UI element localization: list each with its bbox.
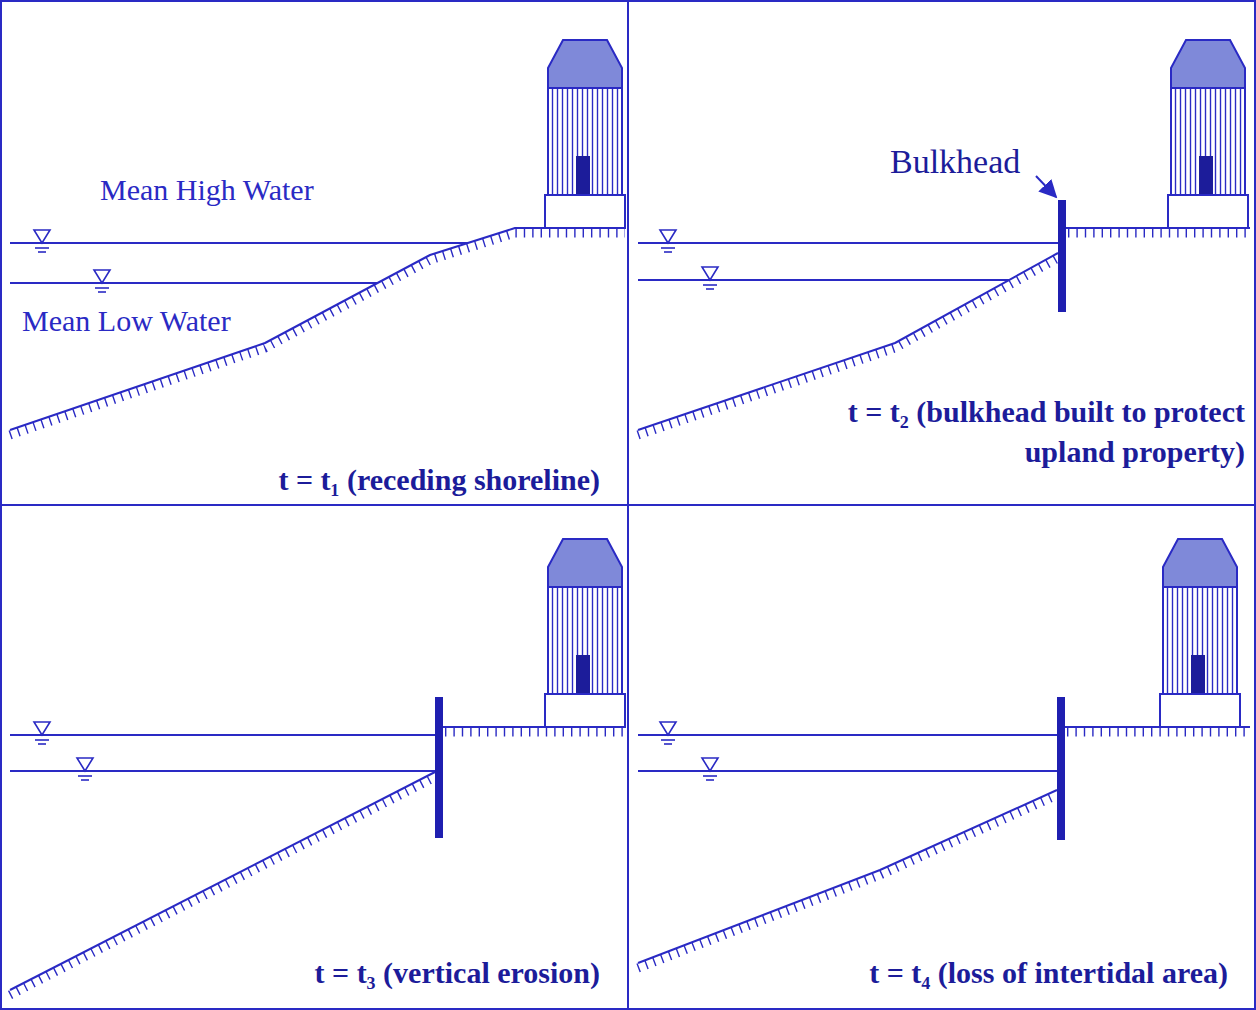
water-level-symbol [702,758,718,780]
panel-caption: t = t₁ (receding shoreline) [278,462,600,498]
house [1160,539,1240,727]
ground-profile [638,790,1057,963]
panel-caption: t = t₂ (bulkhead built to protect upland… [815,392,1245,472]
part-label: Bulkhead [890,142,1020,182]
mean-low-water-line [10,770,435,772]
panel-divider [0,504,1256,506]
bulkhead-wall [435,697,443,838]
panel-one [10,40,625,435]
panel-caption: t = t₄ (loss of intertidal area) [869,955,1228,991]
water-level-symbol [660,722,676,744]
mean-high-water-line [10,242,468,244]
panel-two [638,40,1250,435]
mean-low-water-line [638,279,1009,281]
ground-hatch [445,728,625,737]
bulkhead-wall [1058,200,1066,312]
water-level-symbol [94,270,110,292]
house [1168,40,1248,228]
house [545,40,625,228]
mean-low-water-line [10,282,377,284]
water-level-label: Mean High Water [100,172,314,208]
panel-three [10,539,625,995]
water-level-symbol [660,230,676,252]
mean-low-water-line [638,770,1057,772]
panel-four [638,539,1250,968]
house [545,539,625,727]
water-level-symbol [702,267,718,289]
bulkhead-wall [1057,697,1065,840]
water-level-label: Mean Low Water [22,303,231,339]
water-level-symbol [34,722,50,744]
leader-arrow [1036,176,1056,197]
ground-profile [10,228,625,430]
water-level-symbol [77,758,93,780]
water-level-symbol [34,230,50,252]
ground-hatch [10,233,625,435]
ground-hatch [638,795,1057,968]
panel-caption: t = t₃ (vertical erosion) [315,955,600,991]
ground-hatch [1068,229,1250,238]
ground-hatch [1067,728,1250,737]
mean-high-water-line [10,734,435,736]
mean-high-water-line [638,734,1057,736]
mean-high-water-line [638,242,1058,244]
